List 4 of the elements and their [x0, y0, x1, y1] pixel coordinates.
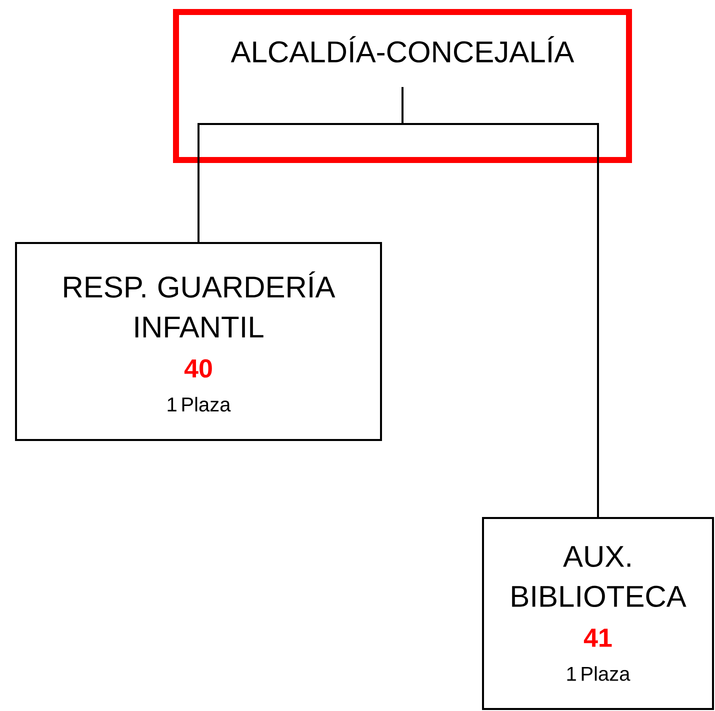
header-box: ALCALDÍA-CONCEJALÍA: [173, 8, 632, 163]
connector-line: [402, 87, 599, 517]
position-box: RESP. GUARDERÍA INFANTIL 40 1 Plaza: [15, 242, 382, 441]
position-box: AUX. BIBLIOTECA 41 1 Plaza: [482, 516, 714, 710]
